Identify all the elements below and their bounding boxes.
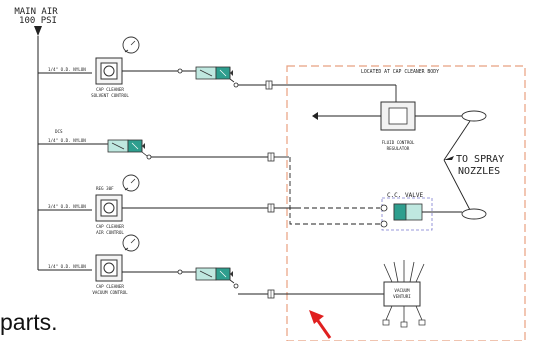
branch-vacuum-control: 1/4" O.D. NYLON CAP CLEANER VACUUM CONTR… <box>38 234 384 299</box>
branch-1-component-label-1: CAP CLEANER <box>96 87 124 92</box>
cc-valve-label: C.C. VALVE <box>387 192 424 199</box>
branch-2-line-label: 1/4" O.D. NYLON <box>48 138 86 143</box>
branch-3-line-label: 3/4" O.D. NYLON <box>48 204 86 209</box>
branch-3-tag: REG 30F <box>96 186 114 191</box>
cap-cleaner-enclosure <box>286 65 526 341</box>
branch-2-line-label-top: DCS <box>55 129 63 134</box>
air-regulator-icon <box>95 194 123 222</box>
main-air-arrow <box>34 26 42 36</box>
enclosure-title: LOCATED AT CAP CLEANER BODY <box>361 69 439 75</box>
fluid-regulator-label-1: FLUID CONTROL <box>382 140 415 145</box>
red-pointer-arrow <box>309 310 332 339</box>
branch-dcs: DCS 1/4" O.D. NYLON <box>38 129 380 225</box>
venturi-label-2: VENTURI <box>393 294 411 299</box>
vacuum-muffler-icon <box>267 289 275 299</box>
cc-valve: C.C. VALVE <box>380 192 487 231</box>
vacuum-venturi: VACUUM VENTURI <box>382 260 426 328</box>
spray-label-2: NOZZLES <box>458 166 500 177</box>
main-air-label-line1: MAIN AIR <box>14 7 58 17</box>
spray-nozzle-lines <box>443 120 471 211</box>
fluid-regulator-label-2: REGULATOR <box>387 146 410 151</box>
dcs-valve-icon <box>107 139 146 153</box>
caption-text: parts. <box>0 309 58 335</box>
branch-solvent-control: 1/4" O.D. NYLON CAP CLEANER SOLVENT CONT… <box>38 36 397 102</box>
branch-air-control: 3/4" O.D. NYLON REG 30F CAP CLEANER AIR … <box>38 174 380 235</box>
branch-4-line-label: 1/4" O.D. NYLON <box>48 264 86 269</box>
vacuum-valve-icon <box>195 267 234 281</box>
vacuum-gauge-icon <box>122 234 140 252</box>
branch-3-component-label-2: AIR CONTROL <box>96 230 124 235</box>
fluid-control-regulator: FLUID CONTROL REGULATOR <box>312 101 487 151</box>
main-air-label-line2: 100 PSI <box>19 16 57 26</box>
solvent-muffler-icon <box>265 80 273 90</box>
solvent-gauge-icon <box>122 36 140 54</box>
branch-1-component-label-2: SOLVENT CONTROL <box>91 93 129 98</box>
dcs-muffler-icon <box>267 152 275 162</box>
air-muffler-icon <box>267 203 275 213</box>
air-gauge-icon <box>122 174 140 192</box>
branch-4-component-label-1: CAP CLEANER <box>96 284 124 289</box>
solvent-valve-icon <box>195 66 234 80</box>
branch-1-line-label: 1/4" O.D. NYLON <box>48 67 86 72</box>
solvent-regulator-icon <box>95 57 123 85</box>
spray-label-1: TO SPRAY <box>456 154 504 165</box>
vacuum-regulator-icon <box>95 254 123 282</box>
branch-3-component-label-1: CAP CLEANER <box>96 224 124 229</box>
venturi-label-1: VACUUM <box>394 288 410 293</box>
branch-4-component-label-2: VACUUM CONTROL <box>92 290 128 295</box>
